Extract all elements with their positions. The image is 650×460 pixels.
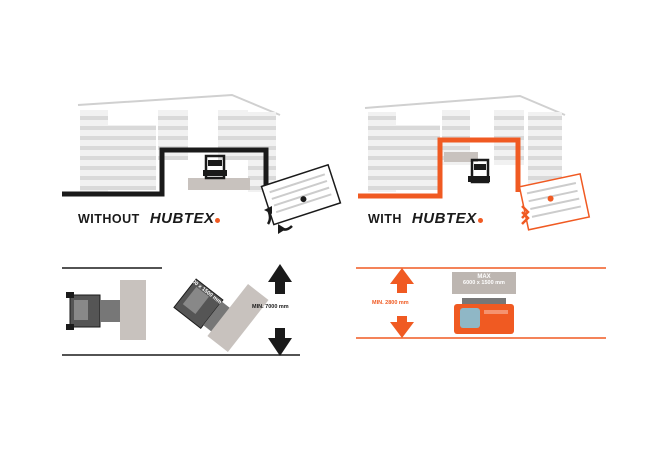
left-building-illustration <box>62 93 342 234</box>
left-dimension-label: MIN. 7000 mm <box>252 304 289 310</box>
right-vehicle-top-view <box>452 272 516 334</box>
right-load-label-max: MAX <box>477 274 491 280</box>
right-caption-prefix: WITH <box>368 212 402 226</box>
right-load-label-size: 6000 x 1500 mm <box>463 280 505 286</box>
right-brand-logo: HUBTEX <box>411 210 477 227</box>
left-vehicle-top-view <box>66 280 146 340</box>
turning-arrow-icon <box>521 205 530 225</box>
right-aisle-diagram <box>356 267 606 339</box>
right-aisle-outline <box>358 137 521 199</box>
right-load-label: MAX 6000 x 1500 mm <box>452 274 516 286</box>
forklift-icon <box>203 154 227 180</box>
left-shelf-1 <box>80 110 108 192</box>
left-vehicle-rotated <box>173 278 269 353</box>
left-aisle-diagram <box>62 264 300 356</box>
right-shelf-1 <box>368 112 396 192</box>
forklift-icon <box>468 158 490 184</box>
left-caption: WITHOUT HUBTEX <box>78 210 221 227</box>
left-rotated-load <box>260 163 342 226</box>
left-shelf-2 <box>108 125 156 190</box>
left-load <box>188 178 250 190</box>
left-aisle-outline <box>62 147 269 197</box>
arrow-down-icon <box>268 338 292 356</box>
brand-dot-icon <box>477 218 483 223</box>
arrow-up-icon <box>268 264 292 282</box>
right-caption: WITH HUBTEX <box>368 210 483 227</box>
right-shelf-2 <box>396 125 440 190</box>
left-roof-line <box>77 93 281 116</box>
right-dimension-arrow <box>390 268 414 338</box>
right-load <box>444 152 478 162</box>
arrow-down-icon <box>390 322 414 338</box>
arrow-up-icon <box>390 268 414 284</box>
right-roof-line <box>364 94 566 116</box>
turning-arrow-icon <box>264 206 293 234</box>
left-brand-logo: HUBTEX <box>149 210 215 227</box>
brand-dot-icon <box>215 218 221 223</box>
left-caption-prefix: WITHOUT <box>78 212 140 226</box>
left-dimension-arrow <box>268 264 292 356</box>
right-building-illustration <box>358 94 591 231</box>
right-dimension-label: MIN. 2800 mm <box>372 300 409 306</box>
